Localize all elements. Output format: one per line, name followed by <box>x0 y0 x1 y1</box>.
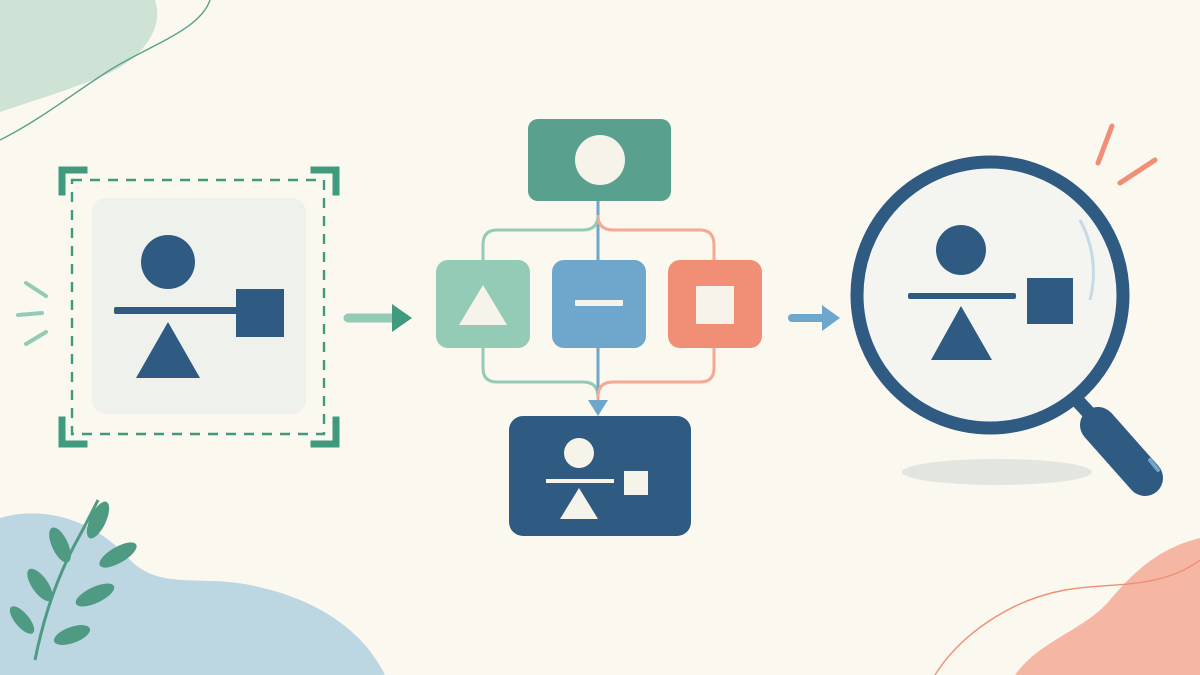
flowchart-icon <box>436 119 762 536</box>
arrow-right-icon <box>343 304 412 332</box>
blob-line-top-left <box>0 0 211 141</box>
flow-line-bottom-left <box>481 348 600 412</box>
magnifier-glare <box>1078 219 1095 301</box>
composite-figure <box>114 235 284 378</box>
flow-line-top-left <box>481 214 600 262</box>
spark-lines-right <box>1095 123 1158 186</box>
spark-lines-left <box>16 281 48 346</box>
selection-dashed-border <box>70 178 326 436</box>
magnifier-handle <box>1080 407 1163 496</box>
arrow-1-head <box>392 304 412 332</box>
magnifier-handle-highlight <box>1148 458 1160 472</box>
leaves <box>9 501 137 645</box>
leaf-stem <box>33 499 100 661</box>
selection-corners <box>58 166 340 448</box>
flow-node-dash <box>552 260 646 348</box>
blob-bottom-right <box>1015 538 1200 675</box>
magnifier-shadow <box>902 459 1092 485</box>
magnifier-rim <box>850 155 1130 435</box>
magnified-figure <box>908 225 1073 360</box>
flow-node-square <box>668 260 762 348</box>
corner-top-right <box>310 166 340 196</box>
figure-bar <box>114 307 238 314</box>
flow-node-composite <box>509 416 691 536</box>
blob-line-bottom-right <box>934 559 1200 675</box>
corner-top-left <box>58 166 88 196</box>
blob-top-left <box>0 0 158 112</box>
magnifier-icon <box>850 123 1163 496</box>
flow-lines <box>481 200 716 412</box>
arrow-2-head <box>822 305 840 331</box>
figure-square <box>236 289 284 337</box>
flow-arrow-down <box>588 400 608 416</box>
corner-bottom-right <box>310 416 340 448</box>
blob-bottom-left <box>0 513 385 675</box>
leaf-branch-icon <box>9 499 137 661</box>
flow-line-top-right <box>596 214 716 262</box>
flow-line-bottom-right <box>596 348 716 412</box>
corner-bottom-left <box>58 416 88 448</box>
flow-node-triangle <box>436 260 530 348</box>
figure-circle <box>141 235 195 289</box>
flow-node-circle <box>528 119 671 201</box>
arrow-right-icon <box>788 305 840 331</box>
figure-triangle <box>136 322 200 378</box>
selection-frame-icon <box>16 166 340 448</box>
